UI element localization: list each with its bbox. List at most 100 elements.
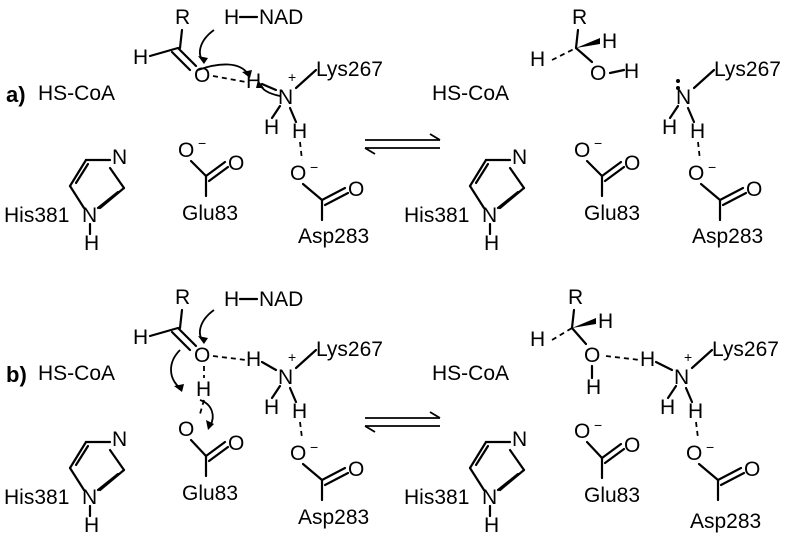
glu83-label: Glu83 — [182, 202, 238, 225]
lys-nitrogen: N — [674, 366, 689, 389]
asp-oxygen-2: O — [746, 178, 762, 201]
panel-a-reactant-state: R H NAD H O H HS-CoA + N Lys267 H H O − — [4, 6, 383, 255]
new-h: H — [602, 30, 617, 53]
lys-h2: H — [688, 400, 703, 423]
asp-oxygen-1: O — [290, 442, 306, 465]
lys-h1: H — [660, 396, 675, 419]
nad-hydride: H — [224, 6, 239, 29]
lys267-label: Lys267 — [712, 338, 779, 361]
lone-pair-dot-1 — [676, 79, 680, 83]
his-h: H — [484, 514, 499, 537]
panel-b-reactant-state: R H NAD H O H HS-CoA H + N Lys267 H H — [4, 286, 383, 537]
panel-b: b) R H NAD H O H HS-CoA H + N Lys267 H — [4, 286, 779, 537]
his381-label: His381 — [404, 486, 469, 509]
substituent-r: R — [175, 6, 190, 29]
glu83-label: Glu83 — [584, 202, 640, 225]
his381-label: His381 — [4, 486, 69, 509]
transfer-h: H — [246, 348, 261, 371]
hs-coa-label: HS-CoA — [38, 82, 115, 105]
aldehyde-h: H — [530, 48, 545, 71]
asp283-label: Asp283 — [298, 506, 369, 529]
lone-pair-dot-2 — [676, 86, 680, 90]
substituent-r: R — [568, 286, 583, 309]
his-nitrogen: N — [512, 428, 527, 451]
asp283-label: Asp283 — [692, 225, 763, 248]
glu-oxygen-1: O — [178, 139, 194, 162]
asp-oxygen-2: O — [348, 178, 364, 201]
aldehyde-h: H — [133, 326, 148, 349]
lys267-label: Lys267 — [316, 58, 383, 81]
panel-a-product-state: R H H O H HS-CoA N Lys267 H H O − — [404, 6, 781, 255]
equilibrium-arrow-a — [364, 133, 441, 155]
hydroxyl-h: H — [586, 376, 601, 399]
asp-charge: − — [310, 159, 318, 175]
lys-nitrogen: N — [676, 86, 691, 109]
asp283-label: Asp283 — [298, 225, 369, 248]
his-h: H — [84, 514, 99, 537]
asp283-label: Asp283 — [690, 510, 761, 533]
carbonyl-oxygen: O — [194, 344, 210, 367]
lys-h2: H — [690, 120, 705, 143]
hydroxyl-oxygen: O — [584, 344, 600, 367]
glu-oxygen-2: O — [624, 152, 640, 175]
lys-h1: H — [264, 116, 279, 139]
lys267-label: Lys267 — [714, 58, 781, 81]
his-nitrogen: N — [112, 428, 127, 451]
nad-label: NAD — [259, 6, 303, 29]
his-nitrogen: N — [112, 146, 127, 169]
transfer-h: H — [640, 348, 655, 371]
panel-a-label: a) — [6, 82, 26, 107]
lys-nitrogen: N — [278, 86, 293, 109]
hs-coa-label: HS-CoA — [432, 362, 509, 385]
glu-charge: − — [594, 135, 602, 151]
panel-b-label: b) — [6, 362, 27, 387]
glu-bound-h: H — [196, 378, 211, 401]
glu-oxygen-2: O — [624, 434, 640, 457]
asp-oxygen-1: O — [688, 162, 704, 185]
equilibrium-arrow-b — [364, 411, 441, 433]
lys-h1: H — [662, 116, 677, 139]
hs-coa-label: HS-CoA — [38, 362, 115, 385]
alkoxide-oxygen: O — [590, 62, 606, 85]
glu-oxygen-1: O — [178, 418, 194, 441]
asp-oxygen-2: O — [744, 458, 760, 481]
asp-charge: − — [706, 439, 714, 455]
lys-n-charge: + — [288, 349, 296, 365]
new-h: H — [598, 310, 613, 333]
asp-oxygen-2: O — [348, 458, 364, 481]
his-nh-nitrogen: N — [482, 486, 497, 509]
his381-label: His381 — [4, 204, 69, 227]
asp-oxygen-1: O — [686, 442, 702, 465]
glu-charge: − — [198, 135, 206, 151]
aldehyde-h: H — [530, 328, 545, 351]
asp-oxygen-1: O — [290, 162, 306, 185]
lys267-label: Lys267 — [316, 338, 383, 361]
lys-h2: H — [292, 120, 307, 143]
glu-oxygen-2: O — [228, 432, 244, 455]
hydroxyl-h: H — [624, 60, 639, 83]
asp-charge: − — [708, 159, 716, 175]
glu-oxygen-2: O — [228, 152, 244, 175]
lys-h1: H — [264, 396, 279, 419]
asp-charge: − — [310, 439, 318, 455]
his-nh-nitrogen: N — [82, 204, 97, 227]
his381-label: His381 — [404, 204, 469, 227]
his-h: H — [484, 232, 499, 255]
glu83-label: Glu83 — [584, 484, 640, 507]
his-nitrogen: N — [512, 146, 527, 169]
substituent-r: R — [175, 286, 190, 309]
glu83-label: Glu83 — [182, 482, 238, 505]
panel-a: a) R H NAD H O H HS-CoA + N Lys267 H H — [4, 6, 781, 255]
lys-n-charge: + — [288, 69, 296, 85]
glu-oxygen-1: O — [574, 420, 590, 443]
his-nh-nitrogen: N — [482, 204, 497, 227]
glu-oxygen-1: O — [574, 139, 590, 162]
glu-charge: − — [594, 417, 602, 433]
panel-b-product-state: R H H O H H HS-CoA + N Lys267 H H O − — [404, 286, 779, 537]
hs-coa-label: HS-CoA — [432, 82, 509, 105]
his-h: H — [84, 232, 99, 255]
nad-label: NAD — [259, 288, 303, 311]
his-nh-nitrogen: N — [82, 486, 97, 509]
lys-nitrogen: N — [278, 366, 293, 389]
